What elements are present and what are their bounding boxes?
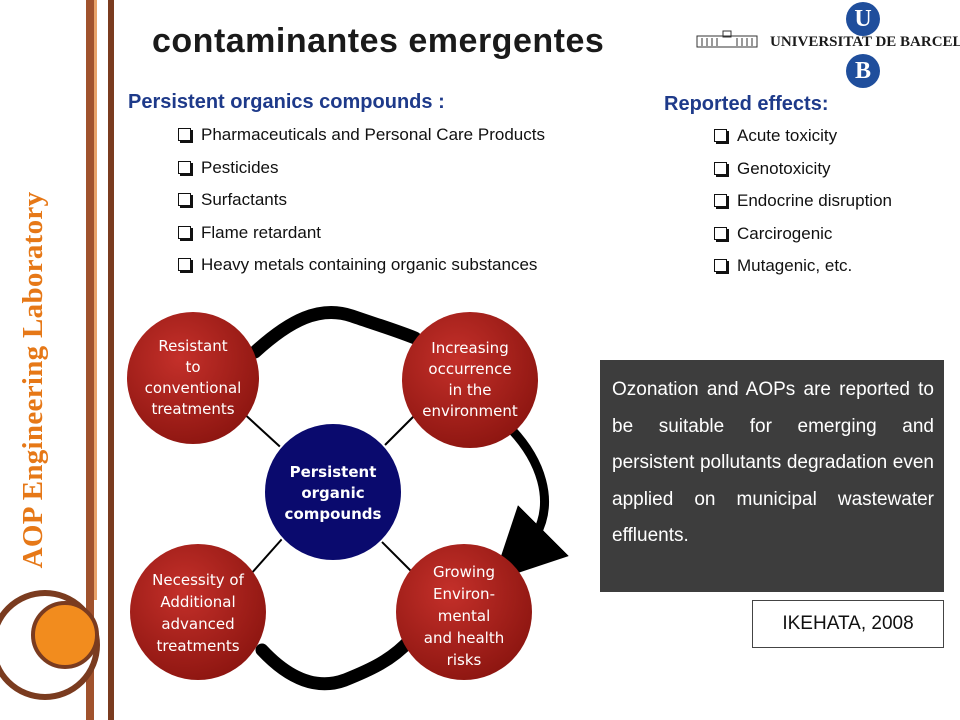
checkbox-bullet-icon — [714, 194, 727, 207]
checkbox-bullet-icon — [178, 225, 191, 239]
citation-box: IKEHATA, 2008 — [752, 600, 944, 648]
top-arc — [248, 306, 422, 359]
necessity-line-2: Additional — [160, 593, 235, 611]
necessity-line-3: advanced — [161, 615, 234, 633]
resistant-circle — [127, 312, 259, 444]
left-accent-line — [94, 0, 97, 600]
persistent-organics-heading: Persistent organics compounds : — [128, 91, 445, 113]
list-item: Flame retardant — [178, 217, 545, 250]
reported-effects-heading: Reported effects: — [664, 93, 829, 115]
ozonation-text: Ozonation and AOPs are reported to be su… — [612, 379, 934, 546]
risks-line-3: mental — [438, 607, 491, 625]
reported-effects-list: Acute toxicity Genotoxicity Endocrine di… — [714, 120, 892, 283]
left-accent-bar — [86, 0, 94, 720]
checkbox-bullet-icon — [714, 161, 727, 175]
checkbox-bullet-icon — [714, 129, 727, 142]
resistant-line-4: treatments — [151, 400, 234, 418]
checkbox-bullet-icon — [178, 258, 191, 271]
slide-title: contaminantes emergentes — [152, 22, 605, 60]
occurrence-circle — [402, 312, 538, 448]
risks-line-2: Environ- — [433, 585, 495, 603]
persistent-organics-list: Pharmaceuticals and Personal Care Produc… — [178, 119, 545, 282]
occurrence-line-2: occurrence — [428, 360, 511, 378]
side-title: AOP Engineering Laboratory — [17, 191, 49, 569]
necessity-circle — [130, 544, 266, 680]
occurrence-line-3: in the — [448, 381, 491, 399]
list-item: Acute toxicity — [714, 120, 892, 153]
university-logo-u: U — [846, 2, 880, 36]
university-logo-b: B — [846, 54, 880, 88]
resistant-line-1: Resistant — [158, 337, 227, 355]
university-name: UNIVERSITAT DE BARCELONA — [770, 34, 960, 50]
center-line-1: Persistent — [290, 463, 377, 481]
risks-line-5: risks — [447, 651, 482, 669]
checkbox-bullet-icon — [178, 160, 191, 174]
ozonation-textbox: Ozonation and AOPs are reported to be su… — [600, 360, 944, 592]
lab-logo-circles — [0, 590, 100, 700]
list-item: Surfactants — [178, 184, 545, 217]
checkbox-bullet-icon — [178, 128, 191, 141]
right-arc-arrow — [492, 426, 569, 582]
list-item: Heavy metals containing organic substanc… — [178, 249, 545, 282]
list-item: Genotoxicity — [714, 153, 892, 186]
center-line-2: organic — [301, 484, 364, 502]
risks-line-1: Growing — [433, 563, 495, 581]
risks-line-4: and health — [424, 629, 504, 647]
list-item: Pesticides — [178, 152, 545, 185]
risks-circle — [396, 544, 532, 680]
list-item: Pharmaceuticals and Personal Care Produc… — [178, 119, 545, 152]
checkbox-bullet-icon — [714, 259, 727, 272]
university-building-icon — [696, 30, 758, 48]
center-line-3: compounds — [285, 505, 382, 523]
necessity-line-4: treatments — [156, 637, 239, 655]
bottom-arc — [255, 633, 417, 691]
list-item: Carcirogenic — [714, 218, 892, 251]
necessity-line-1: Necessity of — [152, 571, 244, 589]
left-accent-bar-2 — [108, 0, 114, 720]
checkbox-bullet-icon — [178, 193, 191, 206]
list-item: Mutagenic, etc. — [714, 250, 892, 283]
occurrence-line-1: Increasing — [431, 339, 508, 357]
checkbox-bullet-icon — [714, 226, 727, 240]
occurrence-line-4: environment — [422, 402, 518, 420]
resistant-line-3: conventional — [145, 379, 242, 397]
persistent-compounds-diagram: Resistant to conventional treatments Inc… — [127, 306, 569, 691]
center-circle — [263, 422, 403, 562]
list-item: Endocrine disruption — [714, 185, 892, 218]
resistant-line-2: to — [185, 358, 200, 376]
